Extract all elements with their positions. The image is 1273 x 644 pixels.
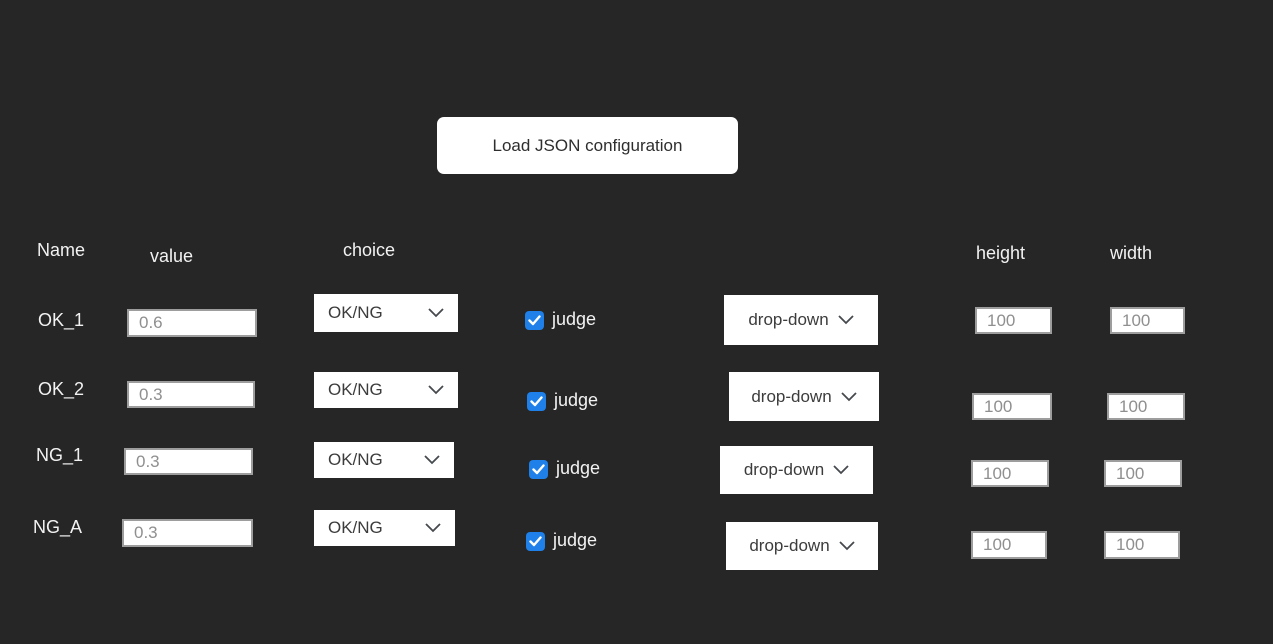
height-input[interactable] <box>975 307 1052 334</box>
column-header-name: Name <box>37 240 86 260</box>
dropdown-select[interactable]: drop-down <box>724 295 878 345</box>
chevron-down-icon <box>841 391 857 401</box>
dropdown-select[interactable]: drop-down <box>729 372 879 421</box>
column-header-choice: choice <box>343 240 396 260</box>
checkmark-icon <box>528 315 541 326</box>
judge-checkbox[interactable] <box>525 311 544 330</box>
row-name-label: OK_2 <box>38 379 85 399</box>
row-name-label: OK_1 <box>38 310 85 330</box>
choice-select-value: OK/NG <box>328 518 383 537</box>
dropdown-select-value: drop-down <box>748 310 829 329</box>
chevron-down-icon <box>839 541 855 551</box>
dropdown-select-value: drop-down <box>743 460 825 479</box>
judge-checkbox-label[interactable]: judge <box>553 530 598 550</box>
chevron-down-icon <box>833 465 849 475</box>
chevron-down-icon <box>425 523 441 533</box>
chevron-down-icon <box>428 385 444 395</box>
checkmark-icon <box>529 536 542 547</box>
chevron-down-icon <box>838 315 854 325</box>
column-header-height: height <box>976 243 1026 263</box>
choice-select[interactable]: OK/NG <box>314 294 458 332</box>
judge-checkbox-label[interactable]: judge <box>556 458 601 478</box>
column-header-width: width <box>1110 243 1153 263</box>
value-input[interactable] <box>124 448 253 475</box>
judge-checkbox-label[interactable]: judge <box>554 390 599 410</box>
row-name-label: NG_A <box>33 517 83 537</box>
checkmark-icon <box>530 396 543 407</box>
width-input[interactable] <box>1107 393 1185 420</box>
judge-checkbox[interactable] <box>527 392 546 411</box>
value-input[interactable] <box>127 381 255 408</box>
chevron-down-icon <box>428 308 444 318</box>
column-header-value: value <box>150 246 194 266</box>
checkmark-icon <box>532 464 545 475</box>
load-json-configuration-button[interactable]: Load JSON configuration <box>437 117 738 174</box>
judge-checkbox[interactable] <box>526 532 545 551</box>
width-input[interactable] <box>1104 531 1180 559</box>
dropdown-select-value: drop-down <box>751 386 832 406</box>
dropdown-select[interactable]: drop-down <box>726 522 878 570</box>
choice-select-value: OK/NG <box>328 450 383 469</box>
judge-checkbox[interactable] <box>529 460 548 479</box>
width-input[interactable] <box>1104 460 1182 487</box>
value-input[interactable] <box>122 519 253 547</box>
chevron-down-icon <box>424 455 440 465</box>
value-input[interactable] <box>127 309 257 337</box>
height-input[interactable] <box>972 393 1052 420</box>
height-input[interactable] <box>971 531 1047 559</box>
choice-select[interactable]: OK/NG <box>314 442 454 478</box>
judge-checkbox-label[interactable]: judge <box>552 309 597 329</box>
choice-select-value: OK/NG <box>328 380 383 399</box>
dropdown-select-value: drop-down <box>749 536 830 555</box>
choice-select[interactable]: OK/NG <box>314 510 455 546</box>
row-name-label: NG_1 <box>36 445 84 465</box>
choice-select-value: OK/NG <box>328 303 383 322</box>
choice-select[interactable]: OK/NG <box>314 372 458 408</box>
width-input[interactable] <box>1110 307 1185 334</box>
height-input[interactable] <box>971 460 1049 487</box>
dropdown-select[interactable]: drop-down <box>720 446 873 494</box>
